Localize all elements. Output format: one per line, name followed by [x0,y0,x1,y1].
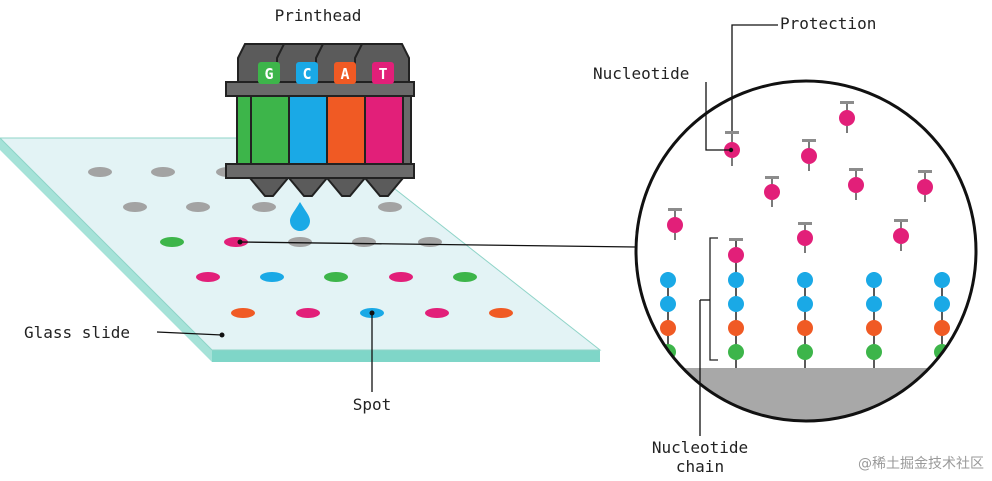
spot-green [324,272,348,282]
free-nucleotide [893,219,909,251]
spot-empty [418,237,442,247]
chain-with-protection [728,238,744,368]
spot-empty [288,237,312,247]
ink-droplet [290,202,310,231]
badge-t [372,62,394,84]
cartridge-a [326,95,366,167]
glass-slide-leader [156,331,223,336]
spots [88,167,513,318]
nucleotide-leader [705,82,730,151]
spot-pink-highlighted [224,237,248,247]
chain-bracket [709,237,718,361]
glass-slide-leader-dot [219,332,225,338]
printhead-label: Printhead [275,6,362,25]
spot-empty [378,202,402,212]
free-nucleotide [764,176,780,207]
spot-empty [88,167,112,177]
spot-orange [231,308,255,318]
spot-empty [252,202,276,212]
spot-empty [186,202,210,212]
free-nucleotide [667,208,683,240]
spot-pink [296,308,320,318]
zoom-circle-background [636,81,976,421]
glass-slide-front-edge [212,350,600,362]
free-nucleotide [917,170,933,202]
spot-green [453,272,477,282]
protection-label: Protection [780,14,876,33]
cartridge-letter: T [378,65,387,83]
zoom-circle [634,79,978,423]
badge-a [334,62,356,84]
spot-empty [151,167,175,177]
spot-leader-dot [369,310,375,316]
spot-orange [489,308,513,318]
printhead-frame-bottom [225,163,415,179]
chain [797,272,813,368]
cartridge-c [288,95,328,167]
nucleotide-leader-dot [728,147,734,153]
spot-pink [425,308,449,318]
printhead-side-right [402,95,412,167]
free-nucleotides [667,101,933,253]
printhead: G C A T [225,43,415,197]
cartridge-letter: A [340,65,349,83]
cartridge-g [250,95,290,167]
spot-pink [389,272,413,282]
glass-slide-label: Glass slide [24,323,130,342]
free-nucleotide [839,101,855,133]
badge-c [296,62,318,84]
zoom-connector-line [239,241,637,248]
spot-empty [352,237,376,247]
spot-empty [123,202,147,212]
nucleotide-chain-label-line2: chain [676,457,724,476]
spot-pink [196,272,220,282]
slide-surface [636,368,976,421]
callout-lines [156,24,778,436]
nucleotide-chain-label-line1: Nucleotide [652,438,748,457]
cartridge-letter: C [302,65,311,83]
nucleotide-chains [660,238,950,368]
zoom-circle-border [634,79,978,423]
spot-label: Spot [353,395,392,414]
free-nucleotide [801,139,817,171]
badge-g [258,62,280,84]
spot-green [160,237,184,247]
zoom-connector-dot [237,239,243,245]
glass-slide-side-edge [0,138,212,362]
nozzle [362,177,406,197]
free-nucleotide [848,168,864,200]
protection-leader [731,24,778,131]
chain [866,272,882,368]
nucleotide-label: Nucleotide [593,64,689,83]
cartridge-letter: G [264,65,273,83]
printhead-side-left [236,95,252,167]
printhead-frame-top [225,81,415,97]
spot-blue [260,272,284,282]
cartridge-t [364,95,404,167]
watermark: @稀土掘金技术社区 [858,456,984,472]
free-nucleotide [797,222,813,253]
